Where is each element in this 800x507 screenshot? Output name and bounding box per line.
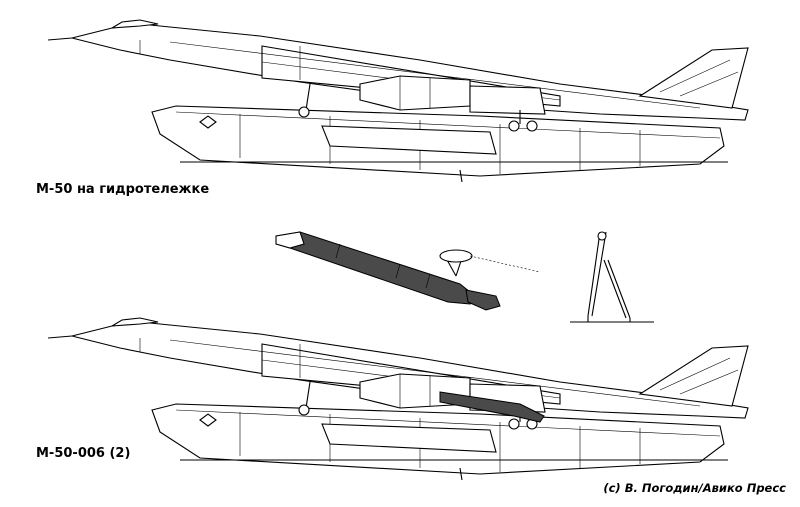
strut-drawing — [570, 231, 654, 323]
caption-top: М-50 на гидротележке — [36, 182, 210, 197]
aircraft-bottom-view — [47, 317, 749, 481]
caption-bottom: М-50-006 (2) — [36, 446, 131, 461]
credit-text: (с) В. Погодин/Авико Пресс — [603, 481, 786, 495]
missile-drawing — [275, 231, 541, 311]
aircraft-top-view — [47, 19, 749, 183]
